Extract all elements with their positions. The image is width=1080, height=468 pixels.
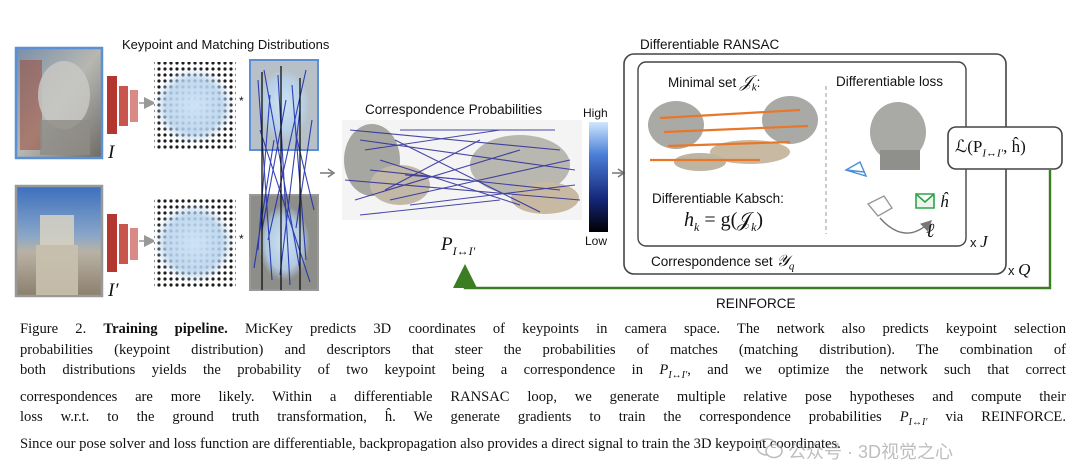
times-q-label: x Q — [1008, 260, 1031, 279]
convolution-star-2: * — [239, 232, 244, 246]
loss-object-image — [870, 102, 926, 170]
times-j-label: x J — [970, 232, 988, 251]
colorbar-high-label: High — [583, 106, 608, 120]
h-hat-label: ĥ — [940, 192, 949, 211]
camera-white-icon — [866, 195, 893, 217]
caption-line: correspondences are more likely. Within … — [20, 388, 1066, 405]
caption-prob-symbol: PI↔I′ — [659, 362, 688, 382]
minimal-set-lines — [650, 108, 809, 162]
keypoint-map-1 — [154, 62, 236, 150]
colorbar-low-label: Low — [585, 234, 608, 248]
colorbar — [589, 122, 608, 232]
correspondence-image — [342, 120, 582, 220]
caption-line: Since our pose solver and loss function … — [20, 435, 841, 452]
watermark: 公众号 · 3D视觉之心 — [752, 436, 1052, 462]
convolution-star-1: * — [239, 94, 244, 108]
differentiable-loss-label: Differentiable loss — [836, 74, 944, 89]
minimal-set-image — [648, 96, 818, 171]
minimal-set-label: Minimal set 𝒥k: — [668, 72, 761, 94]
wechat-icon — [756, 438, 783, 459]
caption-line: Figure 2. Training pipeline. MicKey pred… — [20, 321, 1066, 337]
loss-function-box — [947, 126, 1063, 170]
encoder-network-2 — [107, 214, 138, 272]
figure-caption: Figure 2. Training pipeline. MicKey pred… — [20, 319, 1066, 454]
figure-2: Keypoint and Matching Distributions I I′… — [14, 37, 1063, 311]
correspondence-lines — [344, 129, 581, 216]
reinforce-arrow — [453, 170, 1052, 290]
probability-label: PI↔I′ — [441, 234, 476, 258]
camera-green-icon — [915, 193, 935, 209]
caption-bold-title: Training pipeline. — [103, 321, 228, 337]
loss-function-label: ℒ(PI↔I′, ĥ) — [955, 137, 1026, 160]
caption-line: probabilities (keypoint distribution) an… — [20, 341, 1066, 358]
image-label-I: I — [108, 142, 115, 163]
correspondence-title: Correspondence Probabilities — [365, 102, 543, 117]
ransac-title: Differentiable RANSAC — [640, 37, 780, 52]
figure-graphics — [14, 46, 1063, 298]
encoder-network-1 — [107, 76, 138, 134]
kabsch-title: Differentiable Kabsch: — [652, 191, 784, 206]
kabsch-equation: hk = g(𝒥k) — [684, 209, 764, 234]
image-label-I-prime: I′ — [108, 280, 119, 301]
input-image-2 — [14, 184, 104, 298]
keypoint-map-2 — [154, 198, 236, 288]
caption-line: loss w.r.t. to the ground truth transfor… — [20, 409, 1066, 429]
keypoint-distributions-title: Keypoint and Matching Distributions — [122, 37, 330, 52]
loss-arc — [879, 217, 933, 234]
matching-image-1 — [249, 59, 319, 151]
watermark-text: 公众号 · 3D视觉之心 — [788, 442, 954, 462]
caption-line: both distributions yields the probabilit… — [20, 362, 1066, 382]
reinforce-label: REINFORCE — [716, 296, 796, 311]
correspondence-set-label: Correspondence set 𝒴q — [651, 253, 795, 273]
caption-figure-number: Figure 2. — [20, 321, 104, 337]
input-image-1 — [14, 46, 104, 160]
ell-label: ℓ — [926, 220, 935, 242]
caption-prob-symbol: PI↔I′ — [899, 409, 928, 429]
camera-blue-icon — [844, 161, 868, 178]
